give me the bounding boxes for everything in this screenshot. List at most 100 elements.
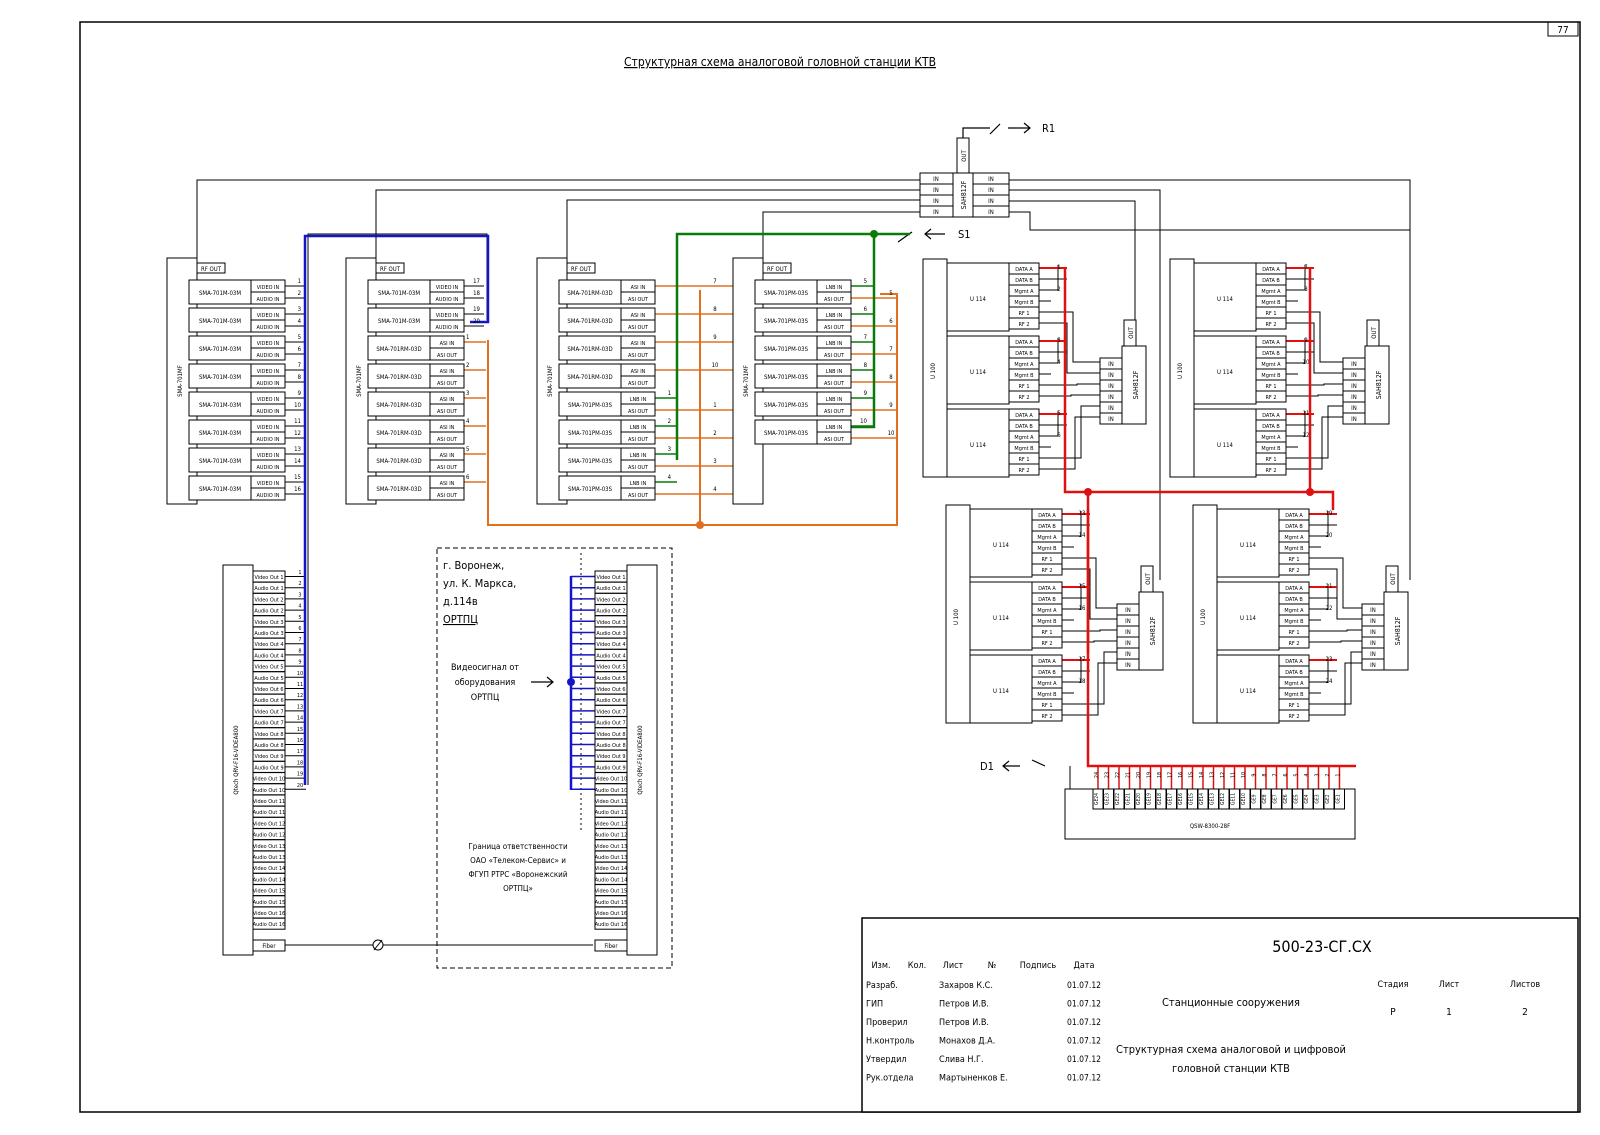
ub-rf1	[1286, 383, 1343, 386]
rack3-module-model: SMA-701RM-03D	[567, 374, 612, 381]
stamp-header-5: Дата	[1074, 961, 1095, 971]
ub-u114-port-label: RF 2	[1265, 395, 1276, 401]
ud-num: 22	[1326, 605, 1333, 612]
green-trunk-1	[675, 232, 910, 460]
uc-sah-in-label: IN	[1125, 662, 1131, 669]
uc-sah-in-label: IN	[1125, 651, 1131, 658]
qtech-right-port-label: Video Out 9	[596, 754, 625, 760]
rack4-port-b-label: ASI OUT	[824, 325, 845, 331]
uc-rf2	[1062, 640, 1117, 643]
rack2-number: 17	[473, 278, 480, 285]
rack4-port-b-label: ASI OUT	[824, 381, 845, 387]
rack2-module-model: SMA-701RM-03D	[376, 374, 421, 381]
rack2-rf-out-label: RF OUT	[380, 266, 401, 273]
ub-u114-port-label: DATA B	[1262, 424, 1280, 430]
rack4-asi-number: 7	[889, 346, 892, 353]
switch-port-label: GE15	[1189, 793, 1195, 805]
video-input-dot	[567, 678, 575, 686]
rack3-module-model: SMA-701PM-03S	[568, 402, 613, 409]
rack3-module	[558, 335, 622, 361]
qtech-left-number: 20	[297, 783, 303, 789]
switch-port-number: 17	[1168, 772, 1174, 778]
qtech-left-number: 13	[297, 704, 303, 710]
qtech-right-model: Qtech QRV-F16-VIDEA800	[637, 725, 644, 795]
uc-u100	[945, 504, 971, 724]
switch-port-number: 12	[1220, 772, 1226, 778]
ua-num: 3	[1057, 337, 1060, 344]
qtech-left-port-label: Video Out 16	[253, 911, 285, 917]
sheet-number: 77	[1557, 25, 1568, 36]
ub-u114	[1193, 262, 1257, 332]
qtech-right-port-label: Audio Out 16	[595, 922, 627, 928]
uc-u114-port-label: DATA A	[1038, 586, 1056, 592]
uc-u114-port-label: RF 1	[1041, 557, 1052, 563]
uc-u114-label: U 114	[993, 615, 1010, 622]
switch-port-label: GE14	[1199, 793, 1205, 805]
red-junction-dot-left	[1084, 488, 1092, 496]
rack2-port-b-label: AUDIO IN	[436, 297, 459, 303]
stamp-sheet-title-line2: головной станции КТВ	[1172, 1062, 1290, 1075]
rack3-port-b-label: ASI OUT	[628, 297, 649, 303]
uc-u100-label: U 100	[953, 608, 960, 625]
qtech-right-port-label: Audio Out 14	[595, 877, 627, 883]
rack2-module-model: SMA-701RM-03D	[376, 402, 421, 409]
ua-sah-in-label: IN	[1108, 416, 1114, 423]
ua-u114-label: U 114	[970, 296, 987, 303]
ud-u114-port-label: Mgmt A	[1284, 608, 1304, 614]
switch-port-number: 3	[1315, 773, 1321, 776]
ud-u114-port-label: DATA A	[1285, 659, 1303, 665]
rack3-rf-out-label: RF OUT	[571, 266, 592, 273]
rack4-port-a-label: LNB IN	[826, 397, 843, 403]
top-combiner-out-label: OUT	[961, 150, 968, 162]
ub-u114-port-label: DATA A	[1262, 267, 1280, 273]
rack1-number: 9	[298, 390, 302, 397]
rack1-port-b	[250, 431, 286, 445]
ua-u114-port-label: DATA B	[1015, 424, 1033, 430]
ud-rf1	[1309, 651, 1362, 705]
rack1-port-a-label: VIDEO IN	[257, 313, 280, 319]
ua-sah-model: SAH812F	[1132, 370, 1140, 399]
rack4-rf-out-label: RF OUT	[767, 266, 788, 273]
switch-port-label: GE19	[1147, 793, 1153, 805]
ub-u114-port-label: RF 1	[1265, 384, 1276, 390]
rack2-port-b-label: ASI OUT	[437, 409, 458, 415]
rf-wire-1	[196, 179, 920, 263]
switch-port-number: 5	[1294, 773, 1300, 776]
ud-u114	[1216, 508, 1280, 578]
rack3-port-b-label: ASI OUT	[628, 465, 649, 471]
rack3-port-b	[620, 291, 656, 305]
rack2-port-b	[429, 347, 465, 361]
qtech-left-port-label: Video Out 6	[254, 687, 283, 693]
ua-rf2	[1039, 394, 1100, 397]
rack3-port-b	[620, 431, 656, 445]
uc-rf2	[1062, 568, 1117, 620]
qtech-left-port-label: Audio Out 14	[253, 877, 285, 883]
qtech-left-port-label: Audio Out 16	[253, 922, 285, 928]
d1-arrow	[1002, 759, 1046, 772]
switch-port-number: 19	[1147, 772, 1153, 778]
qtech-left-port-label: Audio Out 13	[253, 855, 285, 861]
rack4-asi-number: 9	[889, 402, 893, 409]
ub-u114-port-label: RF 1	[1265, 311, 1276, 317]
rack1-number: 8	[298, 374, 302, 381]
video-note-line1: Видеосигнал от	[451, 663, 519, 673]
rack2-port-b-label: ASI OUT	[437, 465, 458, 471]
uc-u114-port-label: RF 2	[1041, 568, 1052, 574]
r1-arrow	[962, 122, 1031, 138]
ub-u114-port-label: DATA A	[1262, 413, 1280, 419]
rack3-module	[558, 447, 622, 473]
switch-port-number: 24	[1094, 772, 1100, 778]
rack1-port-b	[250, 487, 286, 501]
rack1-number: 13	[294, 446, 301, 453]
qtech-right-port-label: Audio Out 11	[595, 810, 627, 816]
ub-u114	[1193, 408, 1257, 478]
switch-port-number: 14	[1199, 772, 1205, 778]
ub-sah-in-label: IN	[1351, 372, 1357, 379]
qtech-left-number: 18	[297, 760, 303, 766]
blue-trunk	[303, 234, 490, 785]
uc-rf1	[1062, 557, 1117, 609]
qtech-left-number: 9	[298, 660, 301, 666]
green-trunk-2	[845, 234, 876, 429]
ua-u114-port-label: DATA A	[1015, 413, 1033, 419]
rf-wire-2	[375, 189, 920, 263]
